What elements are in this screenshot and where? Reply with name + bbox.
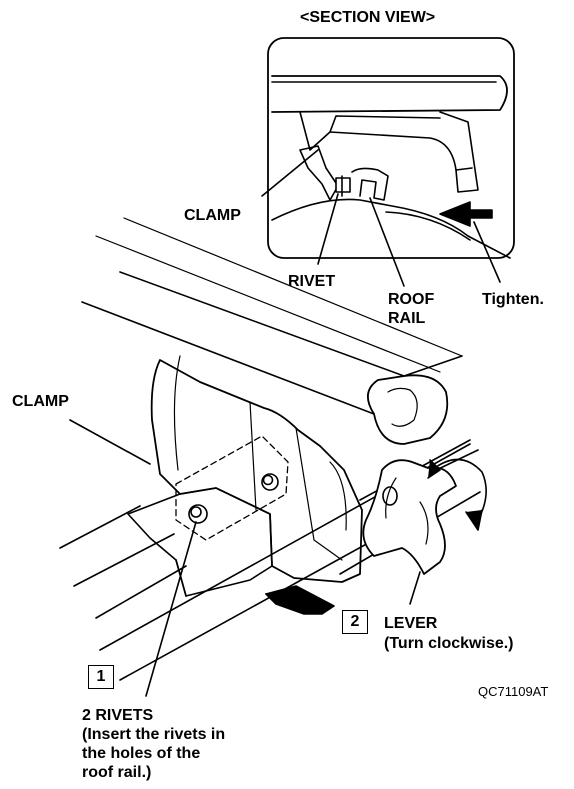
section-view-inset xyxy=(261,37,515,287)
lever-label-line1: LEVER xyxy=(384,615,438,632)
roof-rail-label-line2: RAIL xyxy=(388,310,426,327)
crossbar xyxy=(81,301,375,415)
foot-housing xyxy=(150,359,363,583)
section-foot xyxy=(299,111,479,193)
section-rivet xyxy=(335,177,351,193)
tighten-label: Tighten. xyxy=(482,291,544,308)
roof-rail xyxy=(59,505,141,549)
step-2-badge: 2 xyxy=(342,610,368,634)
push-arrow xyxy=(265,585,335,615)
rivet-2 xyxy=(261,473,279,491)
crossbar-end-cap xyxy=(367,374,449,445)
rivets-label-line1: 2 RIVETS xyxy=(82,707,154,724)
rivet-1 xyxy=(188,504,208,524)
rivets-label-line4: roof rail.) xyxy=(82,764,152,781)
rotation-arrow xyxy=(431,458,487,521)
clamp-hidden-outline xyxy=(175,435,289,541)
roof-rail-label-line1: ROOF xyxy=(388,291,435,308)
tighten-arrow xyxy=(439,201,493,227)
rivets-label-line2: (Insert the rivets in xyxy=(82,726,226,743)
rivet-label: RIVET xyxy=(288,273,336,290)
main-illustration xyxy=(59,217,487,697)
clamp-plate xyxy=(127,487,273,597)
section-crossbar xyxy=(271,75,508,113)
section-view-frame xyxy=(267,37,515,259)
clamp-label-section: CLAMP xyxy=(184,207,241,224)
figure-code: QC71109AT xyxy=(478,684,549,699)
lever xyxy=(362,459,457,575)
rivets-label-line3: the holes of the xyxy=(82,745,201,762)
section-roof-rail xyxy=(351,167,389,201)
step-1-badge: 1 xyxy=(88,665,114,689)
section-clamp xyxy=(299,145,339,201)
lever-label-line2: (Turn clockwise.) xyxy=(384,635,514,652)
section-view-title: <SECTION VIEW> xyxy=(300,9,436,26)
clamp-label-main: CLAMP xyxy=(12,393,69,410)
